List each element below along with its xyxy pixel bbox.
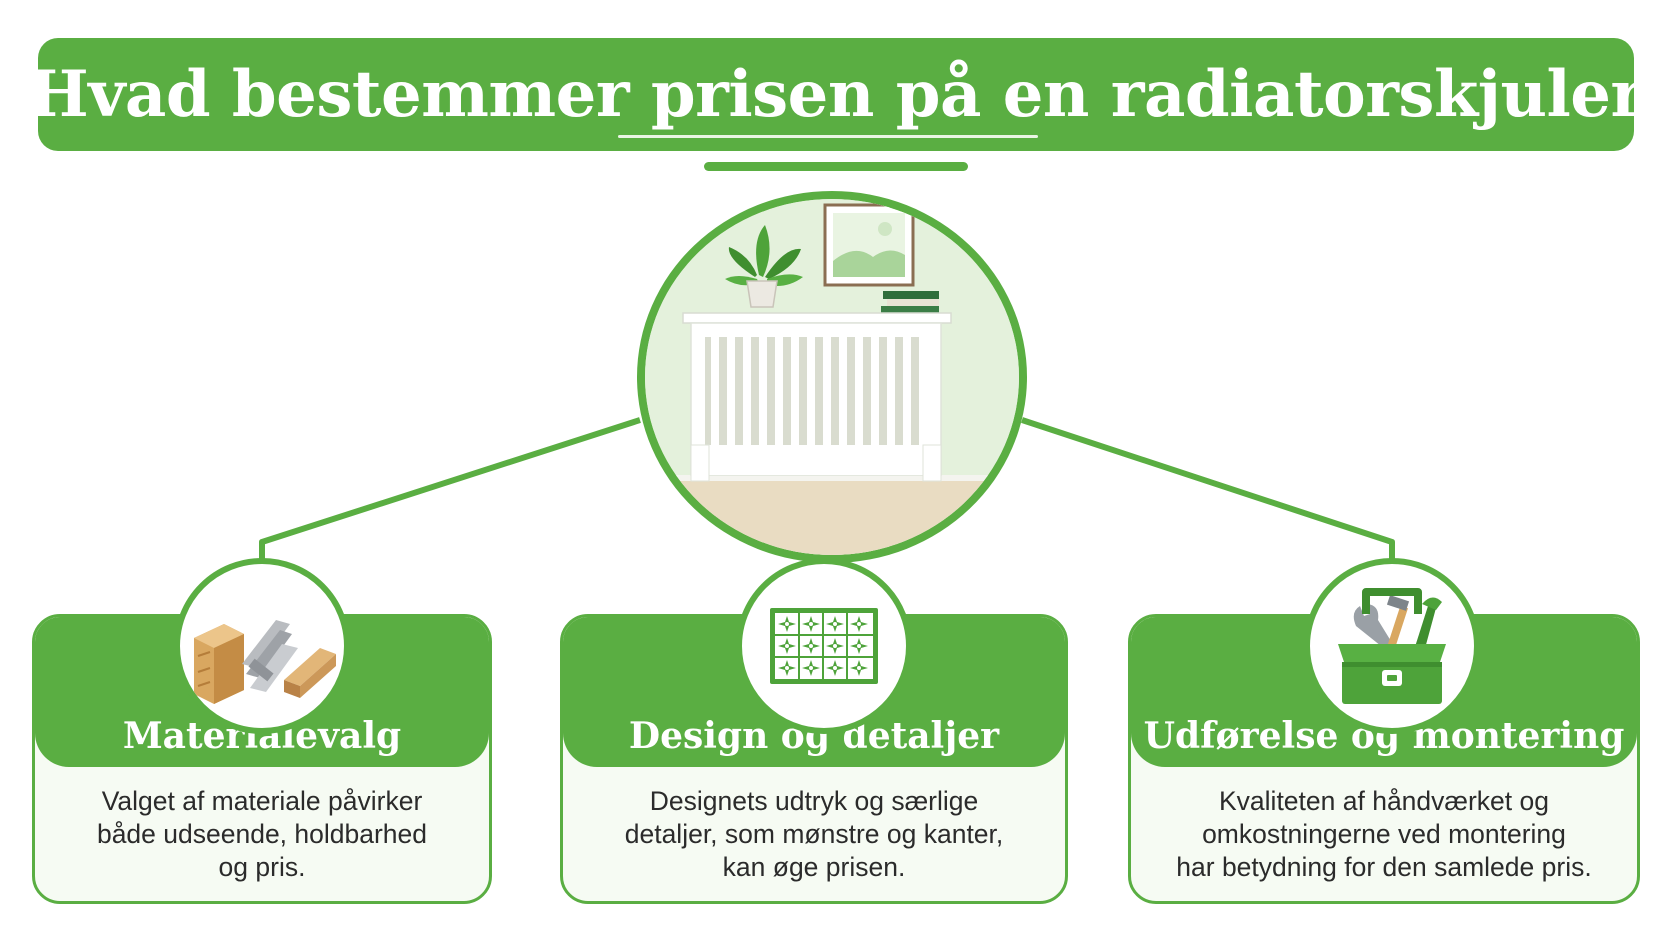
card-line: og pris. (218, 852, 306, 882)
connector-right (1021, 417, 1395, 566)
title-banner: Hvad bestemmer prisen på en radiatorskju… (28, 38, 1644, 151)
card-line: omkostningerne ved montering (1202, 819, 1566, 849)
icon-circle-materials (174, 558, 350, 734)
hero-illustration (637, 191, 1027, 563)
card-line: kan øge prisen. (722, 852, 906, 882)
page-title: Hvad bestemmer prisen på en radiatorskju… (28, 57, 1644, 132)
card-description: Designets udtryk og særlige detaljer, so… (583, 785, 1045, 884)
title-accent-bar (704, 162, 968, 171)
materials-icon (194, 620, 336, 704)
title-underline (618, 135, 1038, 138)
connector-left (259, 417, 641, 566)
card-line: Valget af materiale påvirker (101, 786, 423, 816)
card-line: Designets udtryk og særlige (649, 786, 979, 816)
card-line: detaljer, som mønstre og kanter, (624, 819, 1004, 849)
card-description: Kvaliteten af håndværket og omkostninger… (1151, 785, 1617, 884)
icon-circle-toolbox (1304, 558, 1480, 734)
card-line: har betydning for den samlede pris. (1176, 852, 1592, 882)
card-line: både udseende, holdbarhed (96, 819, 428, 849)
toolbox-icon (1338, 588, 1446, 704)
pattern-panel-icon (770, 608, 878, 684)
card-line: Kvaliteten af håndværket og (1219, 786, 1549, 816)
radiator-cover-illustration-icon (645, 199, 1019, 555)
card-description: Valget af materiale påvirker både udseen… (55, 785, 469, 884)
icon-circle-design (736, 558, 912, 734)
